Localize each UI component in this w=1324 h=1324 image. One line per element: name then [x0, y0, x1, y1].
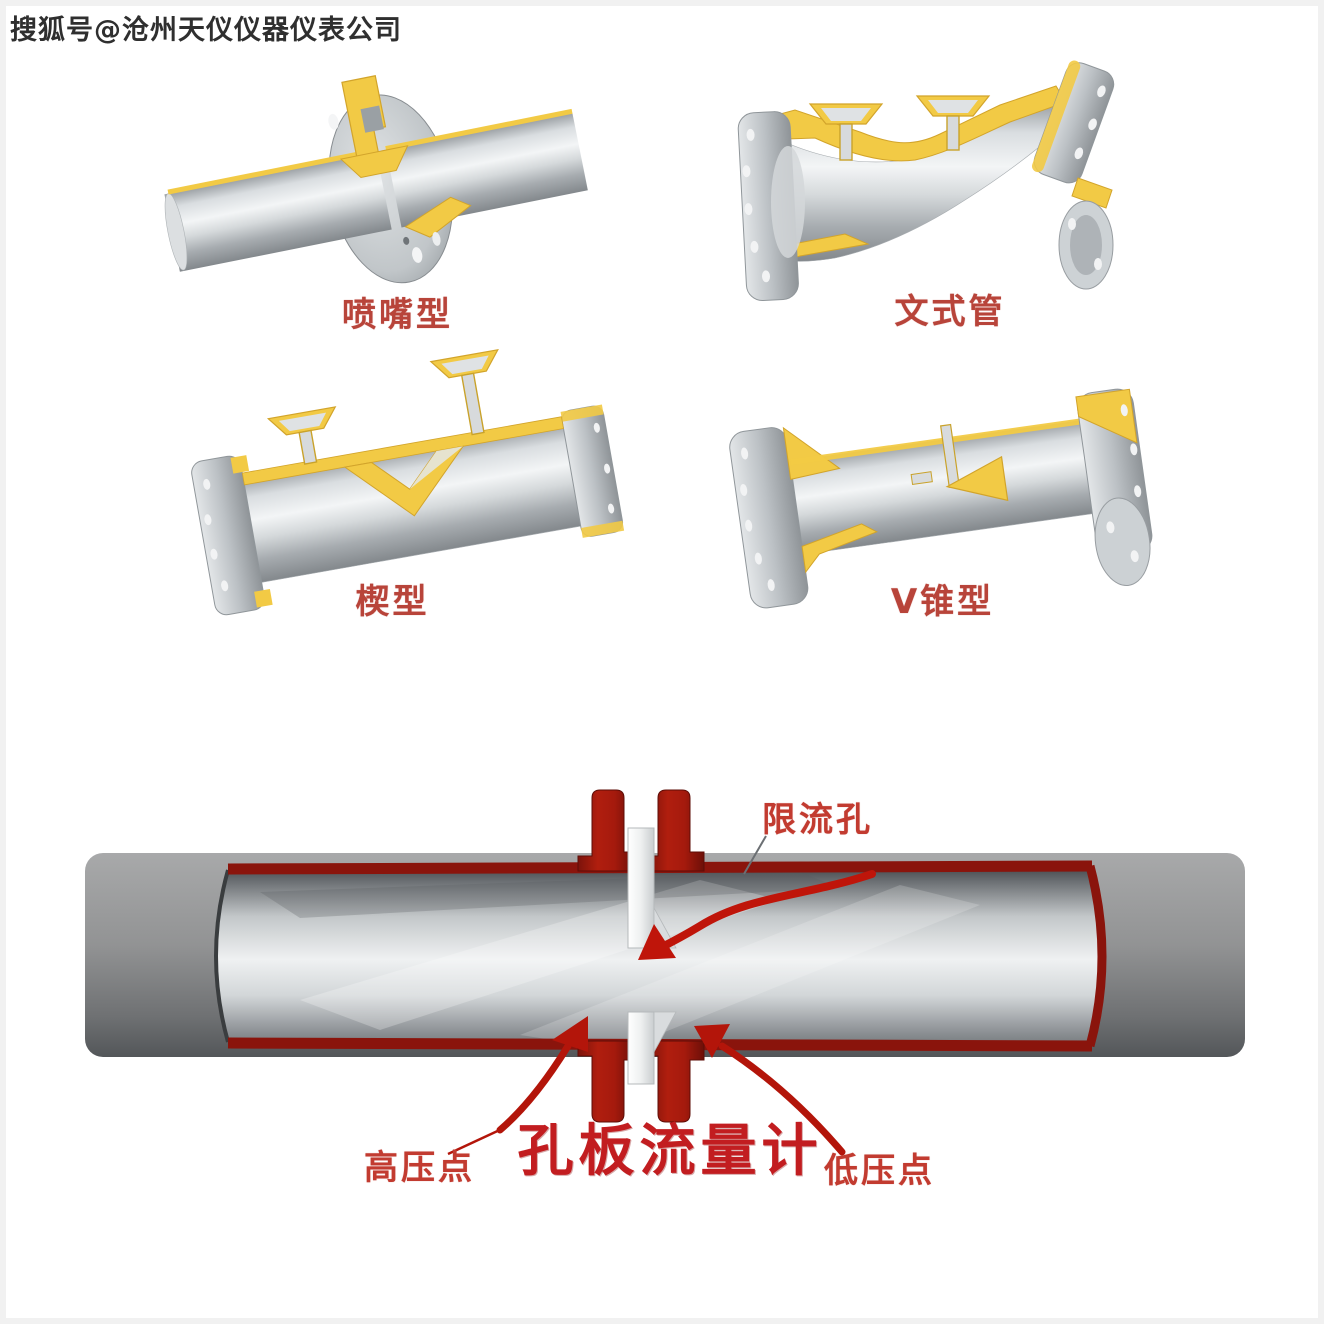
- bolt-hole-icon: [754, 552, 762, 565]
- low-pressure-label: 低压点: [824, 1151, 935, 1191]
- bolt-hole-icon: [432, 232, 441, 246]
- v-cone-cut-bottom-left: [801, 523, 878, 574]
- bolt-hole-icon: [1134, 485, 1142, 498]
- bolt-hole-icon: [745, 519, 753, 532]
- bolt-hole-icon: [403, 236, 410, 245]
- wedge-cut-band: [241, 416, 564, 486]
- bore-sheen: [520, 885, 980, 1050]
- wedge-flange-cut-bottom: [254, 589, 273, 608]
- bolt-hole-icon: [746, 128, 755, 141]
- nozzle-wall-cut-line: [167, 148, 377, 195]
- pressure-tap-icon: [915, 95, 991, 151]
- v-cone-right-ring: [1094, 497, 1151, 586]
- venturi-illustration: [737, 60, 1115, 302]
- v-cone-cut-top-right: [1075, 388, 1138, 444]
- bolt-hole-icon: [203, 478, 211, 490]
- bolt-hole-icon: [767, 579, 775, 592]
- wedge-right-cut-bottom: [581, 520, 625, 538]
- bolt-hole-icon: [740, 484, 748, 496]
- orifice-flange-top-left: [577, 789, 635, 872]
- bolt-hole-icon: [742, 165, 751, 178]
- v-cone-illustration: [729, 388, 1153, 609]
- wedge-label: 楔型: [355, 582, 430, 622]
- nozzle-label: 喷嘴型: [342, 295, 453, 335]
- venturi-right-flange: [1031, 60, 1115, 184]
- v-cone-element: [945, 455, 1009, 502]
- nozzle-illustration: [164, 75, 588, 284]
- orifice-plate-bottom: [627, 1011, 655, 1085]
- orifice-plate-illustration: [85, 789, 1245, 1156]
- pipe-lining-right: [1085, 864, 1107, 1048]
- bolt-hole-icon: [1074, 147, 1084, 160]
- venturi-body: [779, 103, 1063, 262]
- orifice-bevel-bottom: [653, 1011, 677, 1053]
- bolt-hole-icon: [608, 503, 615, 514]
- v-cone-left-flange: [729, 427, 809, 609]
- bolt-hole-icon: [1120, 404, 1128, 417]
- bolt-hole-icon: [1068, 218, 1076, 230]
- wedge-illustration: [191, 348, 625, 616]
- high-pressure-label: 高压点: [364, 1148, 475, 1188]
- wedge-left-flange: [191, 455, 265, 616]
- restriction-arrow: [638, 870, 876, 960]
- orifice-flange-top-right: [647, 789, 705, 872]
- nozzle-wall-cut-line-right: [385, 108, 573, 152]
- bolt-hole-icon: [1130, 443, 1138, 456]
- bolt-hole-icon: [1130, 550, 1139, 563]
- bore-left-edge: [214, 869, 230, 1043]
- wedge-inner-face: [409, 446, 464, 490]
- bore-sheen: [300, 880, 780, 1030]
- bolt-hole-icon: [604, 463, 611, 474]
- restriction-orifice-label: 限流孔: [762, 800, 873, 840]
- bolt-hole-icon: [741, 447, 749, 460]
- low-pressure-arrow: [694, 1024, 846, 1156]
- wedge-right-cut-top: [560, 404, 604, 422]
- watermark-text: 搜狐号@沧州天仪仪器仪表公司: [10, 15, 402, 46]
- bolt-hole-icon: [1094, 258, 1102, 270]
- orifice-flange-bottom-right: [647, 1040, 705, 1123]
- nozzle-insert-notch: [360, 105, 384, 133]
- orifice-plate-top: [627, 827, 655, 949]
- bolt-hole-icon: [1106, 521, 1115, 534]
- wedge-flange-cut-top: [230, 455, 250, 474]
- bolt-hole-icon: [1097, 85, 1106, 98]
- bolt-hole-icon: [744, 203, 753, 216]
- pressure-tap-icon: [266, 406, 337, 465]
- bolt-hole-icon: [328, 113, 339, 130]
- v-cone-label: V锥型: [890, 582, 995, 622]
- pressure-tap-icon: [429, 348, 499, 436]
- venturi-label: 文式管: [894, 292, 1006, 332]
- venturi-right-cut-wedge: [1071, 177, 1113, 209]
- venturi-right-bore: [1070, 215, 1102, 275]
- bolt-hole-icon: [210, 548, 218, 560]
- bolt-hole-icon: [761, 270, 770, 283]
- venturi-left-bore: [771, 146, 805, 258]
- nozzle-pipe-left: [164, 152, 392, 272]
- restriction-leader-line: [743, 835, 767, 875]
- nozzle-insert-bottom: [404, 196, 472, 238]
- orifice-flowmeter-title: 孔板流量计: [517, 1119, 823, 1184]
- bolt-hole-icon: [1088, 118, 1097, 131]
- nozzle-insert-flare: [339, 145, 409, 179]
- bolt-hole-icon: [204, 514, 212, 526]
- v-cone-stub: [910, 471, 933, 485]
- bore-shadow: [260, 872, 840, 918]
- bolt-hole-icon: [412, 247, 423, 263]
- nozzle-pipe-right: [386, 112, 588, 228]
- high-pressure-arrow: [447, 1016, 588, 1156]
- bolt-hole-icon: [593, 422, 600, 433]
- bolt-hole-icon: [750, 240, 759, 253]
- v-cone-cut-top-left: [782, 426, 841, 480]
- bolt-hole-icon: [221, 580, 229, 592]
- v-cone-cut-line: [789, 417, 1088, 466]
- venturi-cut-section-top: [757, 85, 1067, 162]
- pressure-tap-icon: [808, 103, 884, 161]
